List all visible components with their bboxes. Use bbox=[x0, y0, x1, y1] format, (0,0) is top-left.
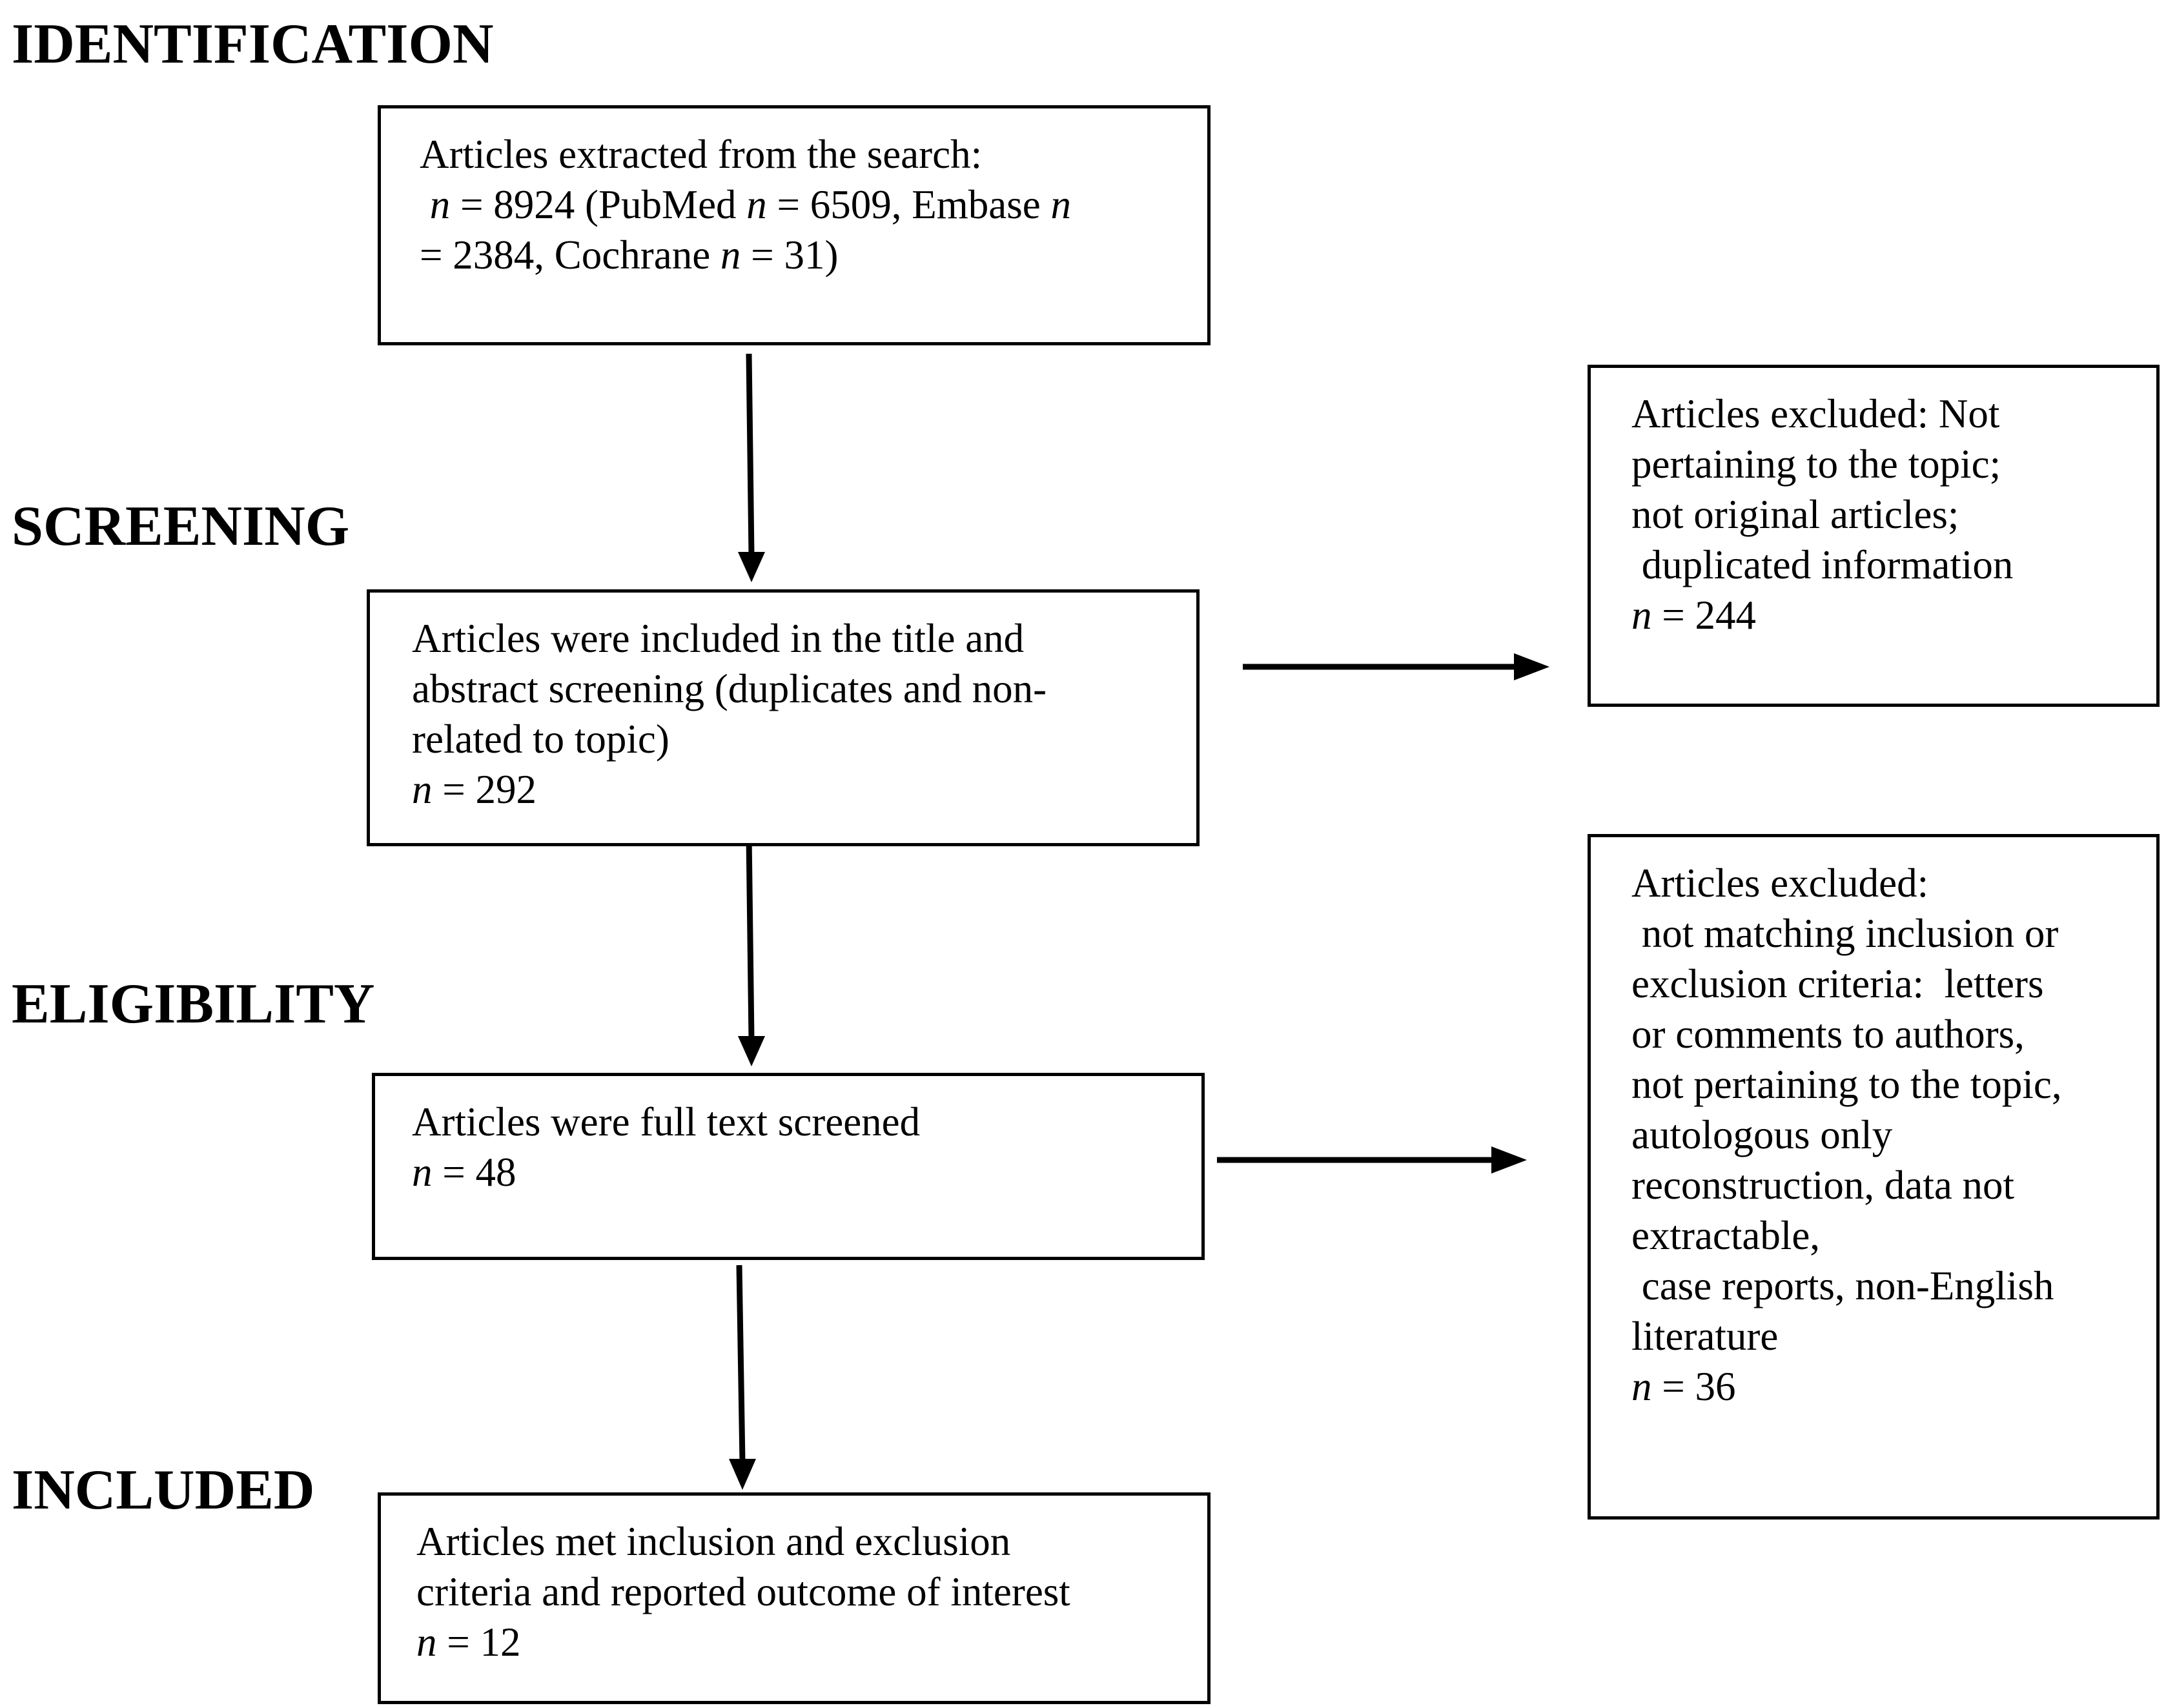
excluded2-line-10: literature bbox=[1631, 1314, 1779, 1359]
excluded1-line-4: duplicated information bbox=[1631, 542, 2014, 587]
excluded2-line-5: not pertaining to the topic, bbox=[1631, 1062, 2062, 1107]
search-counts-line: n = 8924 (PubMed n = 6509, Embase n bbox=[420, 179, 1169, 230]
stage-label-eligibility: ELIGIBILITY bbox=[12, 973, 375, 1035]
box-excluded-screening: Articles excluded: Not pertaining to the… bbox=[1588, 365, 2160, 707]
excluded2-line-2: not matching inclusion or bbox=[1631, 911, 2059, 956]
arrow-fulltext-to-excluded2 bbox=[1217, 1146, 1527, 1174]
n-symbol: n bbox=[1631, 1364, 1652, 1409]
screening-line-2: abstract screening (duplicates and non- bbox=[412, 666, 1047, 711]
box-full-text-screened: Articles were full text screened n = 48 bbox=[372, 1073, 1205, 1260]
n-symbol: n bbox=[1631, 593, 1652, 638]
excluded2-line-8: extractable, bbox=[1631, 1213, 1821, 1258]
arrow-screening-to-fulltext bbox=[738, 835, 765, 1066]
screening-count-value: = 292 bbox=[432, 767, 537, 812]
n-symbol: n bbox=[429, 182, 451, 227]
excluded2-line-1: Articles excluded: bbox=[1631, 860, 1929, 906]
excluded1-line-3: not original articles; bbox=[1631, 492, 1959, 537]
included-line-2: criteria and reported outcome of interes… bbox=[416, 1569, 1070, 1614]
n-symbol: n bbox=[746, 182, 767, 227]
screening-count: n = 292 bbox=[412, 764, 1158, 815]
excluded2-count: n = 36 bbox=[1631, 1361, 2137, 1412]
stage-label-identification: IDENTIFICATION bbox=[12, 13, 494, 76]
n-symbol: n bbox=[416, 1620, 437, 1665]
arrow-screening-to-excluded1 bbox=[1243, 653, 1549, 680]
fulltext-count: n = 48 bbox=[412, 1147, 1163, 1197]
box-search-results: Articles extracted from the search: n = … bbox=[378, 105, 1211, 345]
n-symbol: n bbox=[412, 1150, 433, 1195]
excluded1-count-value: = 244 bbox=[1651, 593, 1757, 638]
excluded2-line-9: case reports, non-English bbox=[1631, 1263, 2054, 1308]
excluded1-count: n = 244 bbox=[1631, 590, 2137, 640]
screening-line-3: related to topic) bbox=[412, 717, 669, 762]
excluded1-line-2: pertaining to the topic; bbox=[1631, 442, 2001, 487]
fulltext-line-1: Articles were full text screened bbox=[412, 1099, 921, 1144]
included-count-value: = 12 bbox=[436, 1620, 521, 1665]
arrow-fulltext-to-included bbox=[729, 1265, 756, 1490]
box-included-studies: Articles met inclusion and exclusion cri… bbox=[378, 1492, 1211, 1704]
excluded2-count-value: = 36 bbox=[1651, 1364, 1736, 1409]
fulltext-count-value: = 48 bbox=[432, 1150, 516, 1195]
pubmed-count: = 6509, Embase bbox=[766, 182, 1051, 227]
n-symbol: n bbox=[1050, 182, 1072, 227]
box-excluded-eligibility: Articles excluded: not matching inclusio… bbox=[1588, 834, 2160, 1520]
stage-label-included: INCLUDED bbox=[12, 1459, 315, 1521]
excluded2-line-7: reconstruction, data not bbox=[1631, 1163, 2015, 1208]
stage-label-screening: SCREENING bbox=[12, 495, 350, 558]
excluded2-line-6: autologous only bbox=[1631, 1112, 1893, 1157]
box-title-abstract-screening: Articles were included in the title and … bbox=[367, 589, 1200, 846]
excluded1-line-1: Articles excluded: Not bbox=[1631, 391, 2000, 436]
arrow-search-to-screening bbox=[738, 353, 765, 582]
total-count: = 8924 (PubMed bbox=[450, 182, 747, 227]
search-text: Articles extracted from the search: bbox=[420, 132, 983, 177]
included-count: n = 12 bbox=[416, 1617, 1169, 1667]
excluded2-line-4: or comments to authors, bbox=[1631, 1012, 2025, 1057]
included-line-1: Articles met inclusion and exclusion bbox=[416, 1519, 1011, 1564]
n-symbol: n bbox=[412, 767, 433, 812]
cochrane-count: = 31) bbox=[741, 232, 839, 278]
n-symbol: n bbox=[720, 232, 741, 278]
screening-line-1: Articles were included in the title and bbox=[412, 616, 1025, 661]
embase-count: = 2384, Cochrane bbox=[420, 232, 720, 278]
excluded2-line-3: exclusion criteria: letters bbox=[1631, 961, 2044, 1006]
search-counts-line-2: = 2384, Cochrane n = 31) bbox=[420, 230, 1169, 280]
